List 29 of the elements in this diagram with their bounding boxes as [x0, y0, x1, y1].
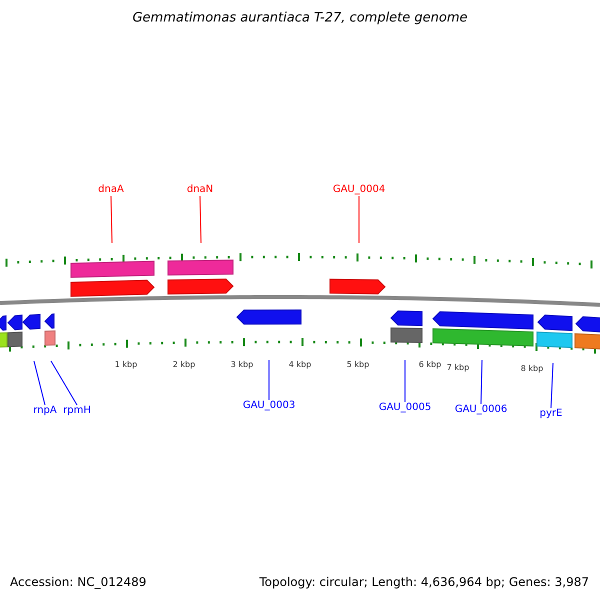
leader-line: [34, 360, 46, 406]
scale-label: 4 kbp: [288, 361, 312, 369]
scale-label: 6 kbp: [418, 361, 442, 369]
scale-label: 7 kbp: [446, 364, 470, 372]
scale-label: 5 kbp: [346, 361, 370, 369]
accession-text: Accession: NC_012489: [9, 576, 148, 588]
scale-label: 3 kbp: [230, 361, 254, 369]
scale-label: 1 kbp: [114, 361, 138, 369]
title: Gemmatimonas aurantiaca T-27, complete genome: [132, 12, 468, 24]
gene-label: pyrE: [540, 409, 562, 419]
leader-line: [50, 360, 78, 406]
genome-summary-text: Topology: circular; Length: 4,636,964 bp; Genes: 3,987: [258, 576, 590, 588]
leader-line: [550, 362, 554, 408]
gene-label: GAU_0006: [454, 405, 508, 415]
gene-label: rpmH: [63, 406, 91, 416]
leader-line: [268, 360, 270, 400]
gene-label: dnaA: [98, 185, 124, 195]
gene-label: GAU_0003: [242, 401, 296, 411]
gene-label: dnaN: [186, 185, 214, 195]
gene-label: GAU_0004: [332, 185, 386, 195]
leader-line: [110, 196, 112, 244]
gene-label: GAU_0005: [378, 403, 432, 413]
leader-line: [404, 360, 406, 402]
scale-label: 8 kbp: [520, 365, 544, 373]
leader-line: [200, 196, 202, 244]
leader-line: [480, 360, 482, 404]
scale-label: 2 kbp: [172, 361, 196, 369]
gene-label: rnpA: [33, 406, 57, 416]
leader-line: [358, 196, 360, 244]
